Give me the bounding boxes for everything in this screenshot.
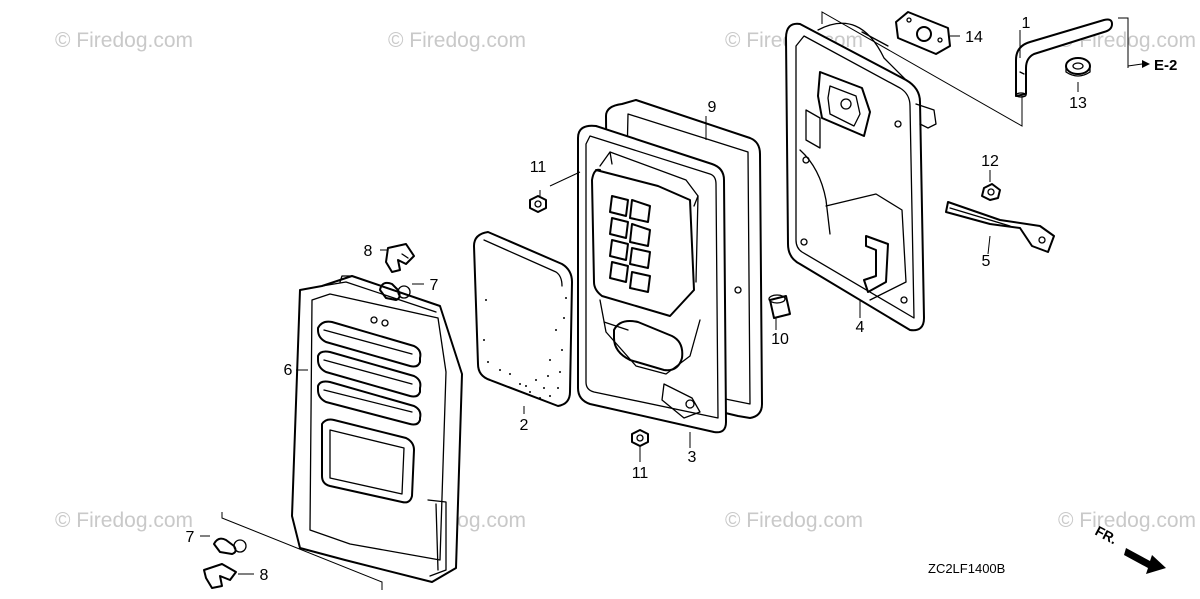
air-cleaner-base[interactable] [785,22,937,332]
part-number-3: 3 [688,449,697,466]
clip-upper[interactable] [385,243,415,273]
breather-tube[interactable] [1015,18,1113,98]
nut[interactable] [981,183,1001,201]
part-number-11-upper: 11 [530,159,547,176]
part-number-14: 14 [965,29,983,46]
part-number-4: 4 [856,319,865,336]
watermark-text: © Firedog.com [388,29,526,52]
part-numbers: 1 2 3 4 5 6 7 7 8 8 9 10 11 11 12 13 14 [186,15,1087,584]
nut-upper[interactable] [529,195,547,213]
part-number-13: 13 [1069,95,1087,112]
part-number-7-upper: 7 [430,277,439,294]
diagram-code: ZC2LF1400B [928,561,1005,576]
grommet[interactable] [1065,57,1091,77]
air-cleaner-cover[interactable] [291,275,463,583]
part-number-5: 5 [982,253,991,270]
nut-lower[interactable] [631,429,649,447]
part-number-12: 12 [981,153,999,170]
part-number-6: 6 [284,362,293,379]
part-number-7-lower: 7 [186,529,195,546]
reference-marker: E-2 [1142,57,1177,74]
watermark-text: © Firedog.com [725,509,863,532]
spring-clip-upper[interactable] [379,281,411,301]
clip-lower[interactable] [203,563,237,589]
watermark-text: © Firedog.com [55,509,193,532]
part-number-8-lower: 8 [260,567,269,584]
spring-clip-lower[interactable] [213,537,247,555]
part-number-8-upper: 8 [364,243,373,260]
watermark-text: © Firedog.com [55,29,193,52]
bracket[interactable] [945,201,1055,253]
reference-label: E-2 [1154,57,1177,74]
leader-lines [200,11,1143,590]
reference-arrow-icon [1142,60,1150,68]
air-cleaner-case[interactable] [577,124,742,434]
plug[interactable] [768,294,791,319]
small-gasket[interactable] [895,11,951,55]
watermark-text: © Firedog.com [1058,509,1196,532]
part-number-2: 2 [520,417,529,434]
part-number-10: 10 [771,331,789,348]
front-arrow-icon [1124,548,1166,574]
air-cleaner-element[interactable] [473,231,573,407]
part-number-11-lower: 11 [632,465,649,482]
part-number-1: 1 [1022,15,1031,32]
part-number-9: 9 [708,99,717,116]
